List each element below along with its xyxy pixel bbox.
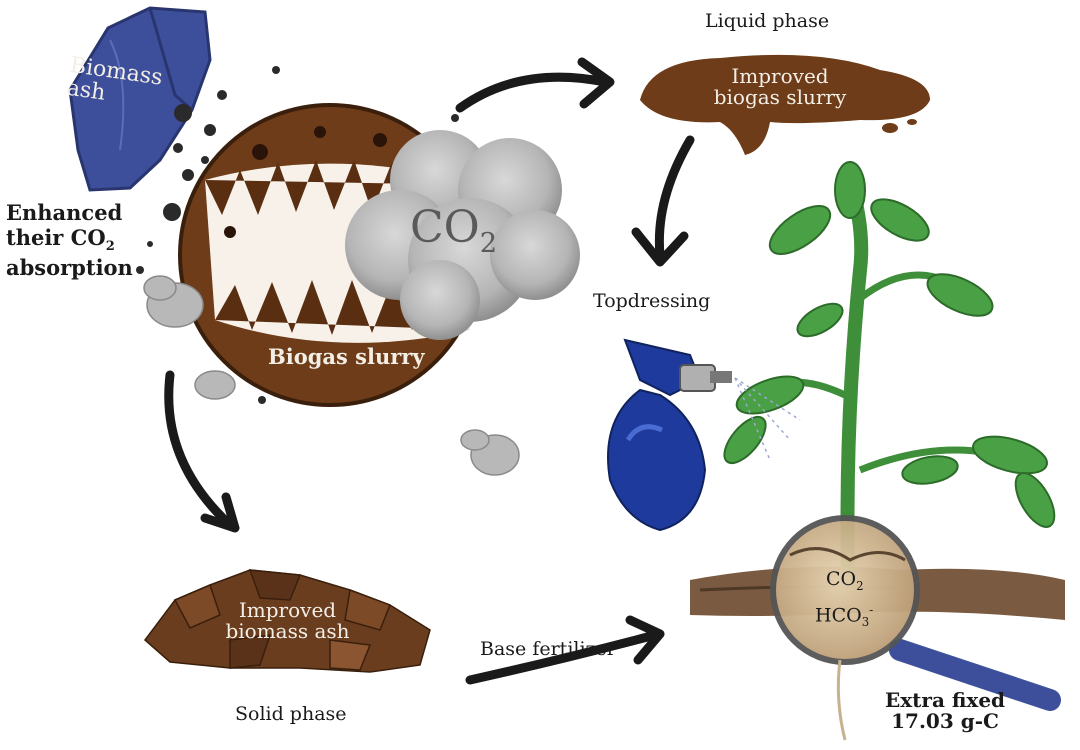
lens-co2-sub: 2	[856, 578, 864, 593]
extra-fixed-line1: Extra fixed	[885, 688, 1006, 712]
improved-biogas-slurry-label: Improved biogas slurry	[685, 66, 875, 108]
improved-biomass-ash-label: Improved biomass ash	[180, 600, 395, 642]
lens-hco3-label: HCO3-	[815, 604, 873, 628]
enhanced-absorption-line2: their CO2	[6, 225, 133, 255]
biogas-slurry-label: Biogas slurry	[268, 344, 425, 369]
topdressing-text: Topdressing	[593, 290, 711, 312]
liquid-phase-text: Liquid phase	[705, 10, 830, 32]
biogas-slurry-text: Biogas slurry	[268, 344, 425, 369]
improved-biomass-ash-pile	[143, 569, 431, 673]
enhanced-absorption-label: Enhanced their CO2 absorption	[6, 200, 133, 280]
improved-biogas-slurry-line1: Improved	[731, 64, 829, 88]
plant-icon	[723, 161, 1056, 571]
co2-cloud-sub: 2	[479, 227, 498, 259]
topdressing-label: Topdressing	[593, 290, 711, 312]
improved-biomass-ash-line2: biomass ash	[225, 619, 350, 643]
enhanced-absorption-line3: absorption	[6, 254, 133, 280]
co2-cloud-icon	[345, 130, 580, 340]
enhanced-absorption-co2-prefix: their CO	[6, 225, 106, 251]
lens-hco3-sub: 3	[861, 615, 870, 630]
small-clouds	[143, 275, 520, 476]
sprayer-icon	[607, 338, 801, 532]
arrow-base-fertilizer	[465, 630, 660, 685]
base-fertilizer-label: Base fertilizer	[480, 638, 616, 660]
arrow-to-topdressing	[654, 135, 695, 260]
lens-hco3-sup: -	[869, 603, 874, 617]
extra-fixed-line2: 17.03 g-C	[891, 709, 999, 733]
lens-hco3-main: HCO	[815, 604, 862, 627]
base-fertilizer-text: Base fertilizer	[480, 638, 616, 660]
liquid-phase-label: Liquid phase	[705, 10, 830, 32]
improved-biogas-slurry-line2: biogas slurry	[713, 85, 847, 109]
improved-biomass-ash-line1: Improved	[238, 598, 337, 622]
solid-phase-text: Solid phase	[235, 703, 347, 725]
improved-biogas-slurry-puddle	[640, 54, 930, 155]
arrow-to-liquid-phase	[455, 72, 610, 113]
co2-cloud-label: CO2	[410, 202, 498, 259]
lens-co2-label: CO2	[826, 568, 864, 593]
solid-phase-label: Solid phase	[235, 703, 347, 725]
co2-cloud-main: CO	[410, 202, 480, 253]
biomass-ash-bag-icon	[68, 6, 227, 221]
enhanced-absorption-co2-sub: 2	[105, 239, 115, 255]
arrows	[164, 57, 695, 685]
arrow-to-solid-phase	[164, 370, 235, 530]
lens-co2-main: CO	[826, 568, 857, 590]
magnifier-icon	[770, 515, 1061, 741]
extra-fixed-label: Extra fixed 17.03 g-C	[885, 690, 1005, 732]
enhanced-absorption-line1: Enhanced	[6, 200, 123, 225]
